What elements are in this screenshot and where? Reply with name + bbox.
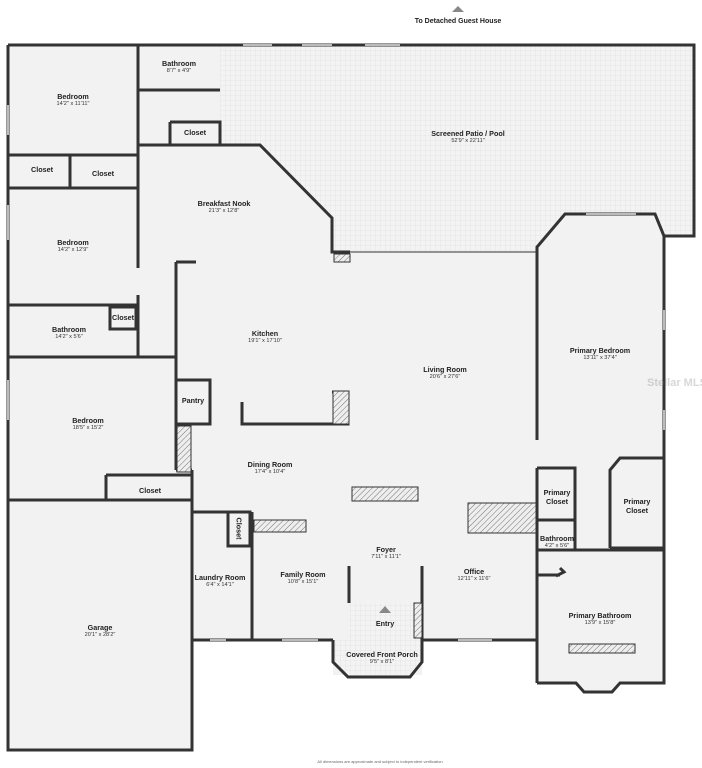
room-bedroom-mid-dims: 14'2" x 12'9"	[57, 247, 89, 253]
room-bathroom-mid-name: Bathroom	[52, 325, 86, 334]
room-bathroom-top-dims: 8'7" x 4'9"	[166, 68, 192, 74]
guest-house-label: To Detached Guest House	[414, 18, 502, 25]
windows	[7, 44, 665, 641]
room-breakfast-dims: 21'3" x 12'8"	[208, 208, 240, 214]
porch-column	[413, 602, 423, 639]
room-porch-dims: 9'5" x 8'1"	[369, 659, 395, 665]
room-bedroom-low-dims: 18'5" x 15'2"	[72, 425, 104, 431]
pantry-name: Pantry	[181, 396, 205, 405]
built-in-shelf	[253, 519, 307, 533]
closet-e-name: Closet	[139, 486, 161, 495]
room-bathroom-mid-dims: 14'2" x 5'6"	[55, 334, 83, 340]
closet-f-name: Closet	[234, 517, 244, 540]
closet-d-name: Closet	[112, 313, 134, 322]
closet-c-name: Closet	[92, 169, 114, 178]
room-dining-name: Dining Room	[247, 460, 293, 469]
room-primary-bathroom-name: Primary Bathroom	[568, 611, 632, 620]
patio-drain	[333, 253, 351, 263]
walls	[6, 43, 696, 752]
room-patio-name: Screened Patio / Pool	[431, 129, 505, 138]
room-family-name: Family Room	[280, 570, 326, 579]
room-primary-bathroom-dims: 13'9" x 15'8"	[584, 620, 616, 626]
room-laundry-name: Laundry Room	[194, 573, 246, 582]
office-built-in	[467, 502, 537, 534]
entry-name: Entry	[375, 619, 395, 628]
room-laundry-dims: 6'4" x 14'1"	[206, 582, 234, 588]
patio-floor	[220, 45, 694, 252]
room-garage-name: Garage	[87, 623, 113, 632]
room-primary-bedroom-dims: 13'11" x 37'4"	[583, 355, 617, 361]
primary-closet-1-name: Primary Closet	[543, 488, 571, 506]
room-living-name: Living Room	[423, 365, 467, 374]
room-family-dims: 10'8" x 15'1"	[287, 579, 319, 585]
room-office-dims: 12'11" x 11'6"	[457, 576, 491, 582]
room-foyer-name: Foyer	[376, 545, 396, 554]
pantry-shelf	[176, 425, 192, 473]
direction-markers	[379, 6, 464, 613]
fireplace	[351, 486, 419, 502]
room-porch-name: Covered Front Porch	[346, 650, 418, 659]
room-office-name: Office	[463, 567, 485, 576]
top-arrow-icon	[452, 6, 464, 12]
room-bedroom-top-dims: 14'2" x 11'11"	[56, 101, 90, 107]
room-bathroom-top-name: Bathroom	[162, 59, 196, 68]
room-foyer-dims: 7'11" x 11'1"	[371, 554, 401, 560]
room-garage-dims: 20'1" x 28'2"	[84, 632, 116, 638]
room-living-dims: 20'6" x 27'6"	[429, 374, 461, 380]
watermark: Stellar MLS	[647, 377, 702, 389]
room-kitchen-dims: 19'1" x 17'10"	[248, 338, 282, 344]
fixtures	[176, 253, 636, 654]
closet-a-name: Closet	[184, 128, 206, 137]
porch-floor	[334, 603, 422, 677]
room-dining-dims: 17'4" x 10'4"	[254, 469, 286, 475]
room-kitchen-name: Kitchen	[251, 329, 279, 338]
kitchen-island	[332, 390, 350, 425]
room-bedroom-low-name: Bedroom	[72, 416, 104, 425]
room-bathroom-small-name: Bathroom	[540, 534, 574, 543]
room-bedroom-mid-name: Bedroom	[57, 238, 89, 247]
room-bathroom-small-dims: 4'2" x 5'6"	[544, 543, 570, 549]
vanity	[568, 643, 636, 654]
room-patio-dims: 52'9" x 22'11"	[451, 138, 485, 144]
room-breakfast-name: Breakfast Nook	[197, 199, 251, 208]
entry-arrow-icon	[379, 606, 391, 613]
closet-b-name: Closet	[31, 165, 53, 174]
primary-closet-2-name: Primary Closet	[623, 497, 651, 515]
room-bedroom-top-name: Bedroom	[57, 92, 89, 101]
room-primary-bedroom-name: Primary Bedroom	[569, 346, 631, 355]
footer-disclaimer: All dimensions are approximate and subje…	[317, 759, 443, 764]
